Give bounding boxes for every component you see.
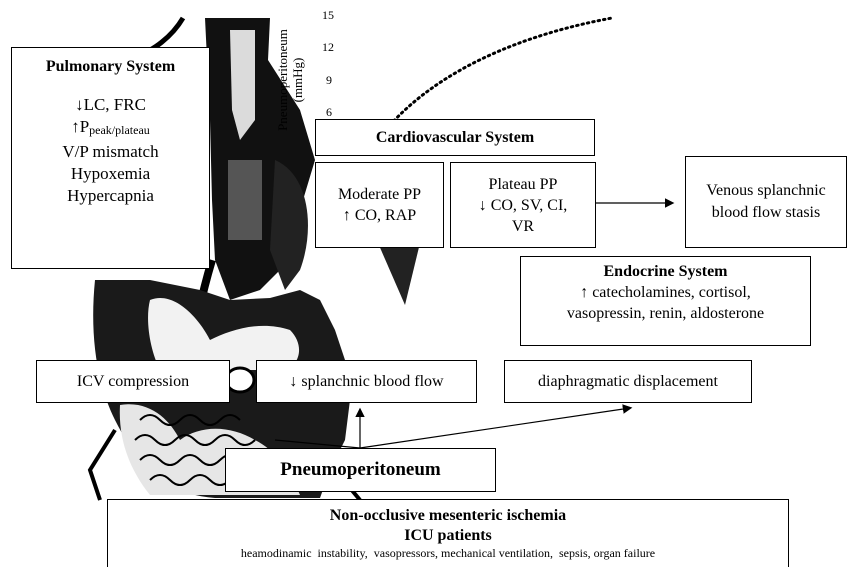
venous-stasis-box: Venous splanchnic blood flow stasis [685,156,847,248]
anatomy-left-arm [150,18,183,50]
icv-compression-box: ICV compression [36,360,230,403]
pulmonary-line-vp: V/P mismatch [12,141,209,163]
cardiovascular-title-box: Cardiovascular System [315,119,595,156]
moderate-pp-effect: ↑ CO, RAP [343,205,416,226]
pressure-tick-15: 15 [322,8,334,23]
endocrine-line1: ↑ catecholamines, cortisol, [521,282,810,303]
moderate-pp-label: Moderate PP [338,184,421,205]
plateau-pp-effect-2: VR [512,216,534,237]
diaphragmatic-displacement-label: diaphragmatic displacement [538,373,718,391]
splanchnic-flow-label: ↓ splanchnic blood flow [289,373,443,391]
arrow-pneumo-to-diaphragm [360,408,630,448]
endocrine-line2: vasopressin, renin, aldosterone [521,303,810,324]
icv-compression-label: ICV compression [77,373,189,391]
pulmonary-title: Pulmonary System [12,56,209,78]
icu-patients-title: ICU patients [108,526,788,546]
endocrine-system-box: Endocrine System ↑ catecholamines, corti… [520,256,811,346]
icu-risk-factors: heamodinamic instability, vasopressors, … [108,546,788,561]
cardiovascular-title: Cardiovascular System [376,129,534,147]
diaphragmatic-displacement-box: diaphragmatic displacement [504,360,752,403]
venous-stasis-line2: blood flow stasis [712,202,820,224]
pressure-tick-9: 9 [326,73,332,88]
pneumoperitoneum-box: Pneumoperitoneum [225,448,496,492]
pulmonary-system-box: Pulmonary System ↓LC, FRC ↑Ppeak/plateau… [11,47,210,269]
plateau-pp-effect-1: ↓ CO, SV, CI, [479,195,568,216]
nomi-icu-box: Non-occlusive mesenteric ischemia ICU pa… [107,499,789,567]
anatomy-right-arm [378,243,420,305]
pressure-curve [390,18,612,125]
endocrine-title: Endocrine System [521,261,810,282]
pulmonary-line-hypercapnia: Hypercapnia [12,185,209,207]
nomi-title: Non-occlusive mesenteric ischemia [108,506,788,526]
pressure-axis-label-line2: (mmHg) [290,10,305,150]
pneumoperitoneum-label: Pneumoperitoneum [280,459,440,481]
pressure-axis-label: Pneumoperitoneum (mmHg) [275,10,307,150]
splanchnic-flow-box: ↓ splanchnic blood flow [256,360,477,403]
venous-stasis-line1: Venous splanchnic [706,180,826,202]
anatomy-colon [226,368,254,392]
pulmonary-line-hypoxemia: Hypoxemia [12,163,209,185]
pulmonary-line-lc-frc: ↓LC, FRC [12,94,209,116]
pressure-tick-12: 12 [322,40,334,55]
plateau-pp-label: Plateau PP [489,174,558,195]
moderate-pp-box: Moderate PP ↑ CO, RAP [315,162,444,248]
pressure-axis-label-line1: Pneumoperitoneum [275,10,290,150]
pulmonary-peak-subscript: peak/plateau [89,123,150,137]
pulmonary-peak-arrow: ↑P [71,117,89,136]
pressure-tick-6: 6 [326,105,332,120]
pulmonary-line-peak: ↑Ppeak/plateau [12,116,209,141]
plateau-pp-box: Plateau PP ↓ CO, SV, CI, VR [450,162,596,248]
